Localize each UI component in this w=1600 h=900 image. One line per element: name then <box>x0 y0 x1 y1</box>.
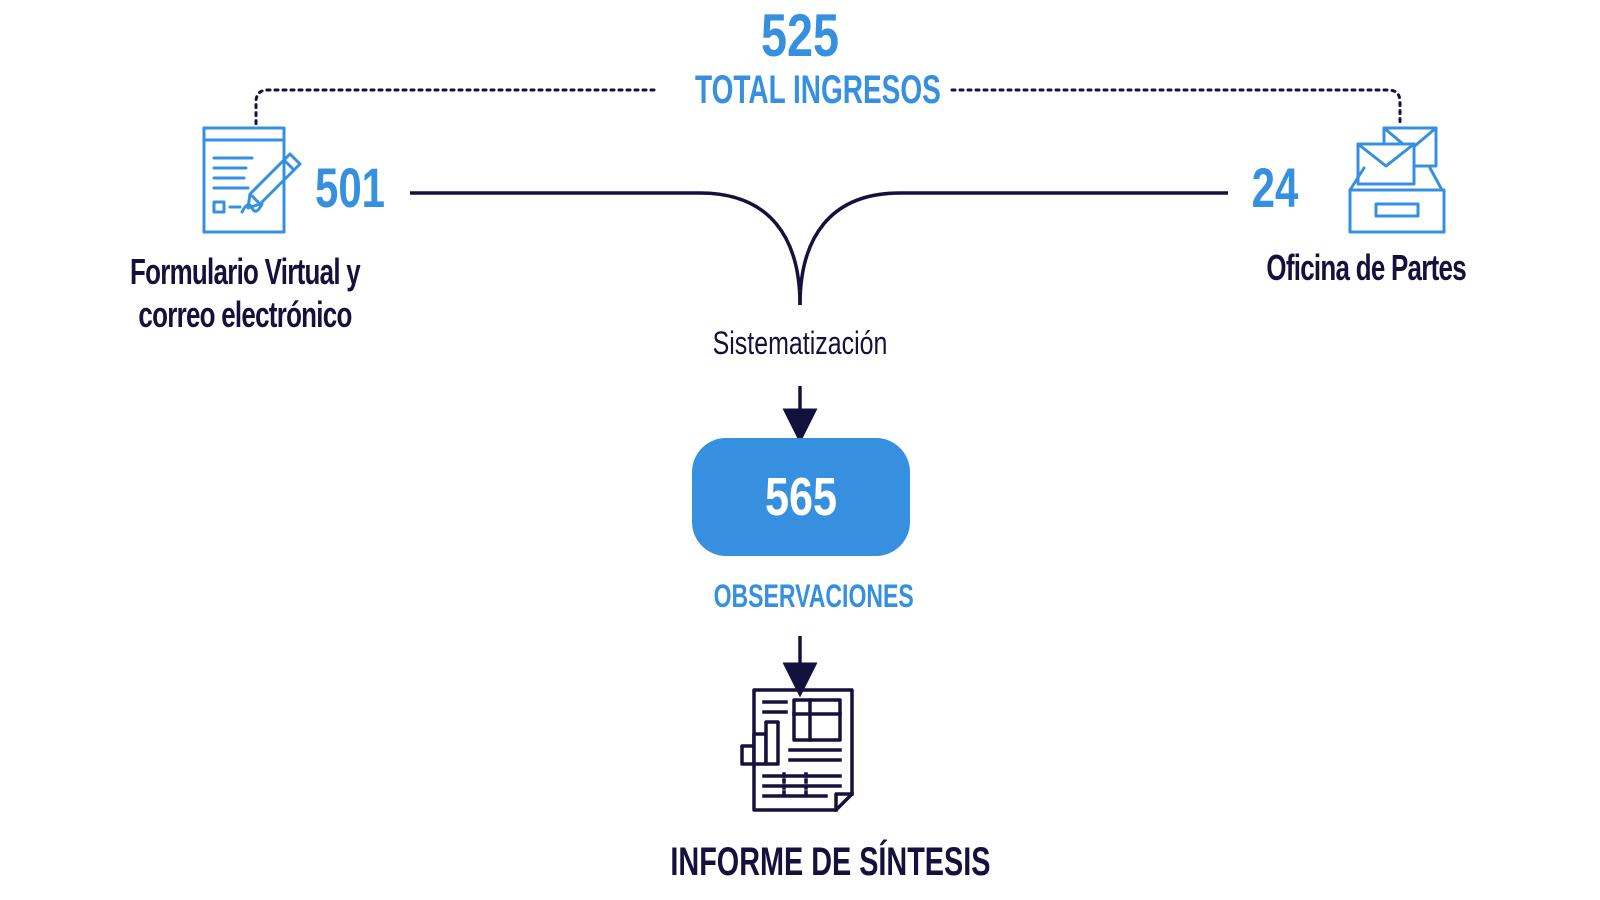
total-bracket-left <box>254 88 656 126</box>
total-count: 525 <box>760 2 840 69</box>
source-label-formulario-line2: correo electrónico <box>138 294 352 336</box>
result-box: 565 <box>692 438 910 556</box>
report-document-icon <box>740 686 862 816</box>
source-label-oficina: Oficina de Partes <box>1266 247 1466 288</box>
source-label-formulario: Formulario Virtual y correo electrónico <box>126 250 364 336</box>
total-bracket-right <box>950 88 1402 126</box>
merge-line-right <box>798 191 1228 306</box>
source-label-formulario-line1: Formulario Virtual y <box>130 251 361 292</box>
merge-line-left <box>410 191 802 306</box>
source-count-formulario: 501 <box>314 156 386 219</box>
source-count-oficina: 24 <box>1251 156 1299 219</box>
total-label: TOTAL INGRESOS <box>695 68 941 112</box>
result-label: OBSERVACIONES <box>713 578 914 614</box>
form-pencil-icon <box>196 124 308 236</box>
output-label: INFORME DE SÍNTESIS <box>670 840 991 884</box>
process-label: Sistematización <box>712 325 888 361</box>
mailbox-icon <box>1340 124 1452 236</box>
result-count: 565 <box>764 467 838 527</box>
